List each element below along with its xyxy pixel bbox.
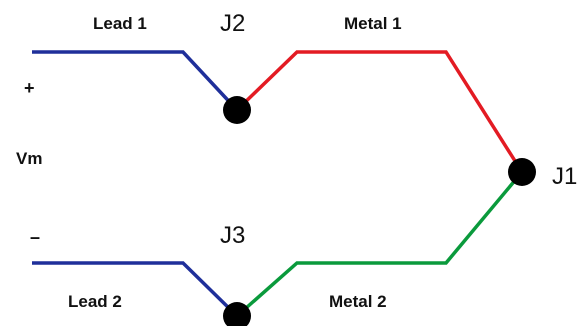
vm-label: Vm	[16, 149, 42, 168]
j2-label: J2	[220, 10, 245, 37]
lead-2-label: Lead 2	[68, 292, 122, 311]
metal-2-wire	[235, 170, 524, 318]
lead-2-wire	[32, 261, 239, 318]
plus-sign-label: +	[24, 78, 35, 98]
metal-1-wire	[235, 50, 524, 173]
metal-2-label: Metal 2	[329, 292, 387, 311]
junction-j3-dot	[223, 302, 251, 326]
lead-1-label: Lead 1	[93, 14, 147, 33]
j1-label: J1	[552, 163, 577, 190]
metal-1-label: Metal 1	[344, 14, 402, 33]
lead-1-wire	[32, 50, 239, 112]
minus-sign-label: –	[30, 227, 40, 247]
junction-j2-dot	[223, 96, 251, 124]
junction-j1-dot	[508, 158, 536, 186]
j3-label: J3	[220, 222, 245, 249]
